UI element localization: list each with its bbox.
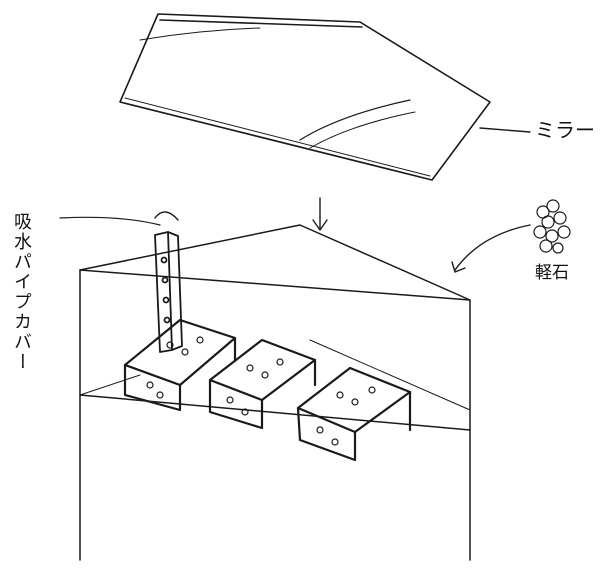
pumice-label: 軽石 (535, 263, 569, 283)
tray-holes (146, 336, 376, 446)
pumice-stones-icon (533, 199, 571, 254)
pumice-leader-line (454, 224, 531, 271)
tank-box (79, 224, 471, 561)
perforated-tray-1 (123, 318, 237, 412)
mirror-leader-line (479, 127, 531, 133)
pipe-cover-label: 吸水パイプカバー (11, 212, 32, 372)
perforated-tray-2 (208, 338, 317, 430)
mirror-label: ミラー (535, 118, 595, 142)
perforated-tray-3 (296, 366, 412, 462)
down-arrow-icon (312, 197, 328, 231)
mirror-panel (119, 13, 491, 181)
pipe-cover (154, 211, 183, 353)
pipe-leader-line (59, 216, 161, 226)
